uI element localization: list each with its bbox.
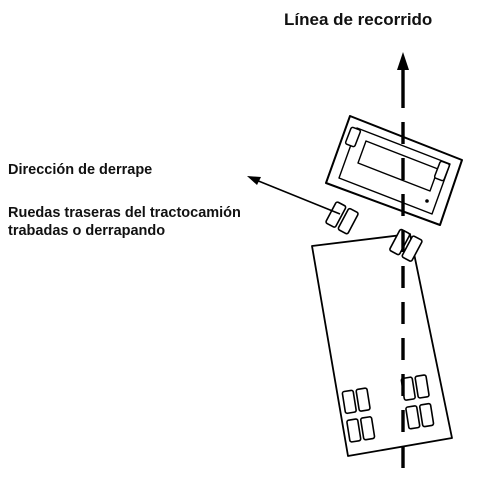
cab-front-left-wheel (344, 126, 362, 148)
skid-direction-arrow (247, 176, 341, 215)
trailer-wheels-right (400, 374, 435, 430)
cab-outline (325, 115, 463, 226)
trailer (311, 233, 453, 457)
tractor-drive-wheels-left (325, 201, 359, 235)
rear-wheels-label: Ruedas traseras del tractocamión trabada… (8, 205, 241, 240)
trailer-wheels-left (341, 387, 376, 443)
travel-line-label: Línea de recorrido (284, 10, 433, 29)
cab-windshield (357, 140, 439, 192)
travel-line (397, 52, 409, 480)
travel-arrow-head (397, 52, 409, 70)
cab-marker-dot (425, 199, 429, 203)
tractor-cab (325, 115, 463, 226)
cab-inner-outline (338, 127, 451, 215)
skid-direction-label: Dirección de derrape (8, 162, 153, 178)
cab-front-right-wheel (433, 160, 451, 182)
